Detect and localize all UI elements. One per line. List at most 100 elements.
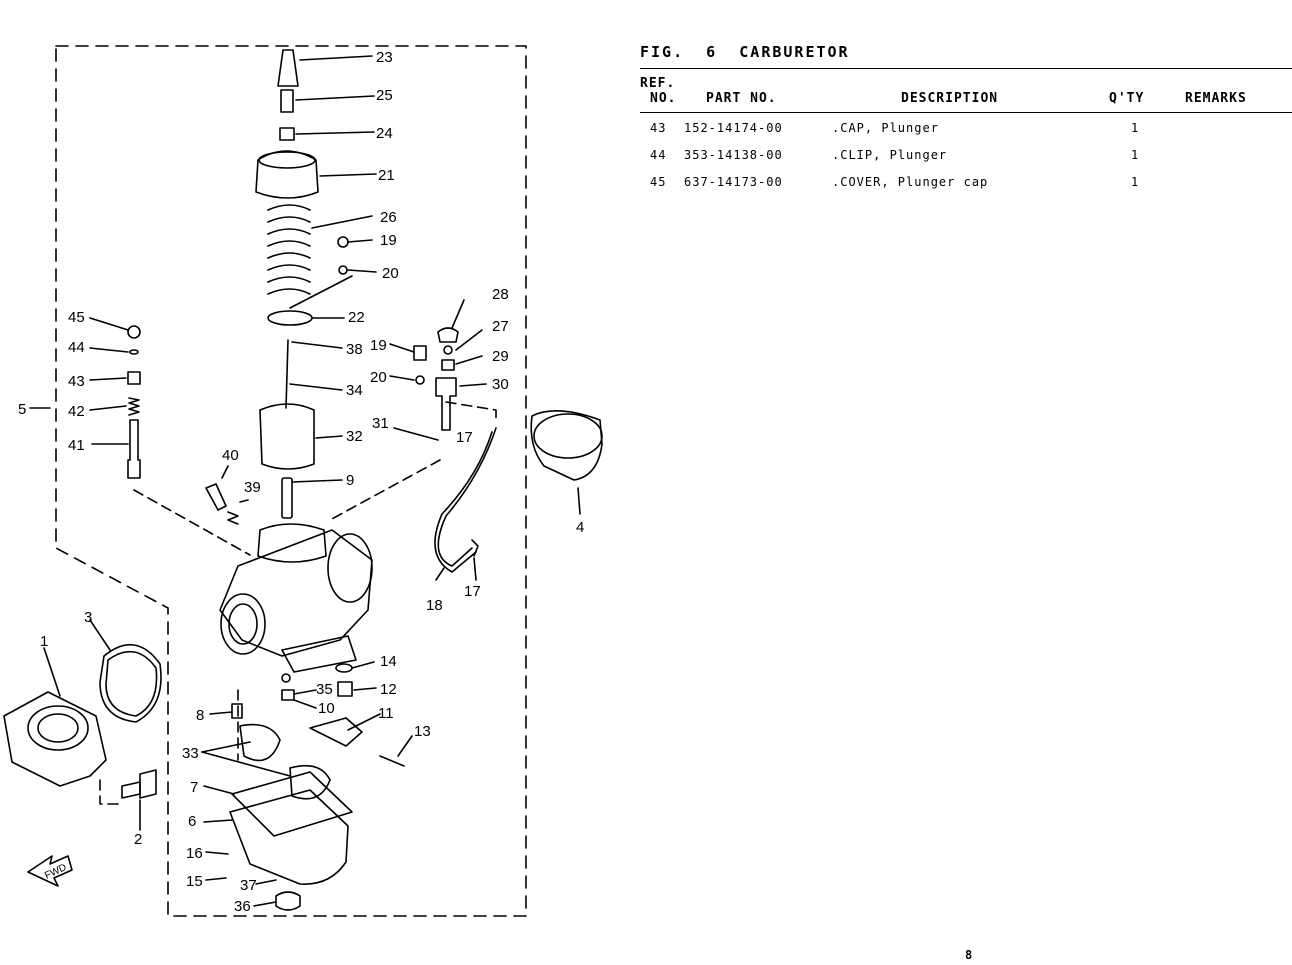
callout-24: 24 [376, 125, 393, 142]
callout-14: 14 [380, 653, 397, 670]
callout-22: 22 [348, 309, 365, 326]
callout-26: 26 [380, 209, 397, 226]
callout-37: 37 [240, 877, 257, 894]
table-row: 44 353-14138-00 .CLIP, Plunger 1 [640, 148, 1292, 168]
part-42-spring [128, 397, 140, 416]
callout-15: 15 [186, 873, 203, 890]
header-ref-line1: REF. [640, 76, 676, 91]
callout-34: 34 [346, 382, 363, 399]
figure-title: FIG. 6 CARBURETOR [640, 43, 850, 61]
callout-2: 2 [134, 831, 142, 848]
row-description: .CAP, Plunger [832, 121, 939, 135]
callout-33: 33 [182, 745, 199, 762]
callout-36: 36 [234, 898, 251, 915]
callout-11: 11 [378, 705, 394, 722]
callout-41: 41 [68, 437, 85, 454]
callout-43: 43 [68, 373, 85, 390]
part-35-jet [281, 689, 295, 701]
row-qty: 1 [1131, 148, 1140, 162]
callout-31: 31 [372, 415, 389, 432]
row-qty: 1 [1131, 121, 1140, 135]
lower-parts [201, 661, 413, 911]
callout-29: 29 [492, 348, 509, 365]
top-stack-parts [255, 49, 377, 470]
callout-45: 45 [68, 309, 85, 326]
part-18-hose [437, 427, 497, 567]
row-part-no: 353-14138-00 [684, 148, 783, 162]
row-part-no: 637-14173-00 [684, 175, 783, 189]
part-3-clamp [99, 643, 162, 723]
callout-7: 7 [190, 779, 198, 796]
fwd-arrow: FWD [27, 855, 73, 887]
callout-1: 1 [40, 633, 48, 650]
callout-17b: 17 [464, 583, 481, 600]
part-29-fitting [441, 359, 455, 371]
callout-28: 28 [492, 286, 509, 303]
part-34-needle [285, 339, 289, 409]
part-8-jet [231, 703, 243, 719]
part-4-ring [530, 410, 603, 481]
callout-40: 40 [222, 447, 239, 464]
row-description: .COVER, Plunger cap [832, 175, 989, 189]
callout-39: 39 [244, 479, 261, 496]
part-6-float-bowl [229, 789, 349, 885]
carburetor-body [205, 465, 373, 673]
callout-18: 18 [426, 597, 443, 614]
callout-16: 16 [186, 845, 203, 862]
part-33-floats [239, 723, 331, 800]
callout-20b: 20 [370, 369, 387, 386]
callout-19: 19 [380, 232, 397, 249]
callout-6: 6 [188, 813, 196, 830]
part-24-nut [279, 127, 295, 141]
callout-25: 25 [376, 87, 393, 104]
part-30-union [435, 377, 457, 431]
callout-13: 13 [414, 723, 431, 740]
callout-23: 23 [376, 49, 393, 66]
part-25-adjuster [280, 89, 294, 113]
table-top-rule [640, 68, 1292, 69]
part-43-cap [127, 371, 141, 385]
callout-3: 3 [84, 609, 92, 626]
part-28-screw [437, 327, 459, 343]
header-description: DESCRIPTION [901, 91, 999, 106]
callout-44: 44 [68, 339, 85, 356]
part-39-spring [227, 511, 239, 525]
part-12-jet [337, 681, 353, 697]
callout-30: 30 [492, 376, 509, 393]
callout-8: 8 [196, 707, 204, 724]
part-27-ring [443, 345, 453, 355]
assembly-outline [55, 45, 527, 917]
plunger-parts [29, 317, 251, 556]
callout-4: 4 [576, 519, 584, 536]
header-remarks: REMARKS [1185, 91, 1247, 106]
part-44-clip [129, 349, 139, 355]
right-fittings [329, 299, 603, 581]
header-ref-line2: NO. [650, 91, 677, 106]
header-part-no: PART NO. [706, 91, 777, 106]
part-22-plate [267, 310, 313, 326]
callout-19b: 19 [370, 337, 387, 354]
part-36-drain [275, 891, 301, 911]
part-26-spring [267, 204, 311, 295]
callout-5: 5 [18, 401, 26, 418]
table-row: 45 637-14173-00 .COVER, Plunger cap 1 [640, 175, 1292, 195]
part-1-manifold [3, 691, 107, 787]
part-23-cap [277, 49, 299, 87]
part-45-cover [127, 325, 141, 339]
row-qty: 1 [1131, 175, 1140, 189]
part-21-top [255, 150, 319, 199]
part-11-plate [309, 717, 363, 747]
callout-27: 27 [492, 318, 509, 335]
part-32-throttle-valve [259, 403, 315, 470]
part-40-screw [205, 483, 227, 511]
callout-21: 21 [378, 167, 395, 184]
callout-10: 10 [318, 700, 335, 717]
part-2-bolt [121, 781, 141, 799]
callout-12: 12 [380, 681, 397, 698]
callout-20: 20 [382, 265, 399, 282]
table-header-rule [640, 112, 1292, 113]
callout-32: 32 [346, 428, 363, 445]
callout-42: 42 [68, 403, 85, 420]
callout-38: 38 [346, 341, 363, 358]
